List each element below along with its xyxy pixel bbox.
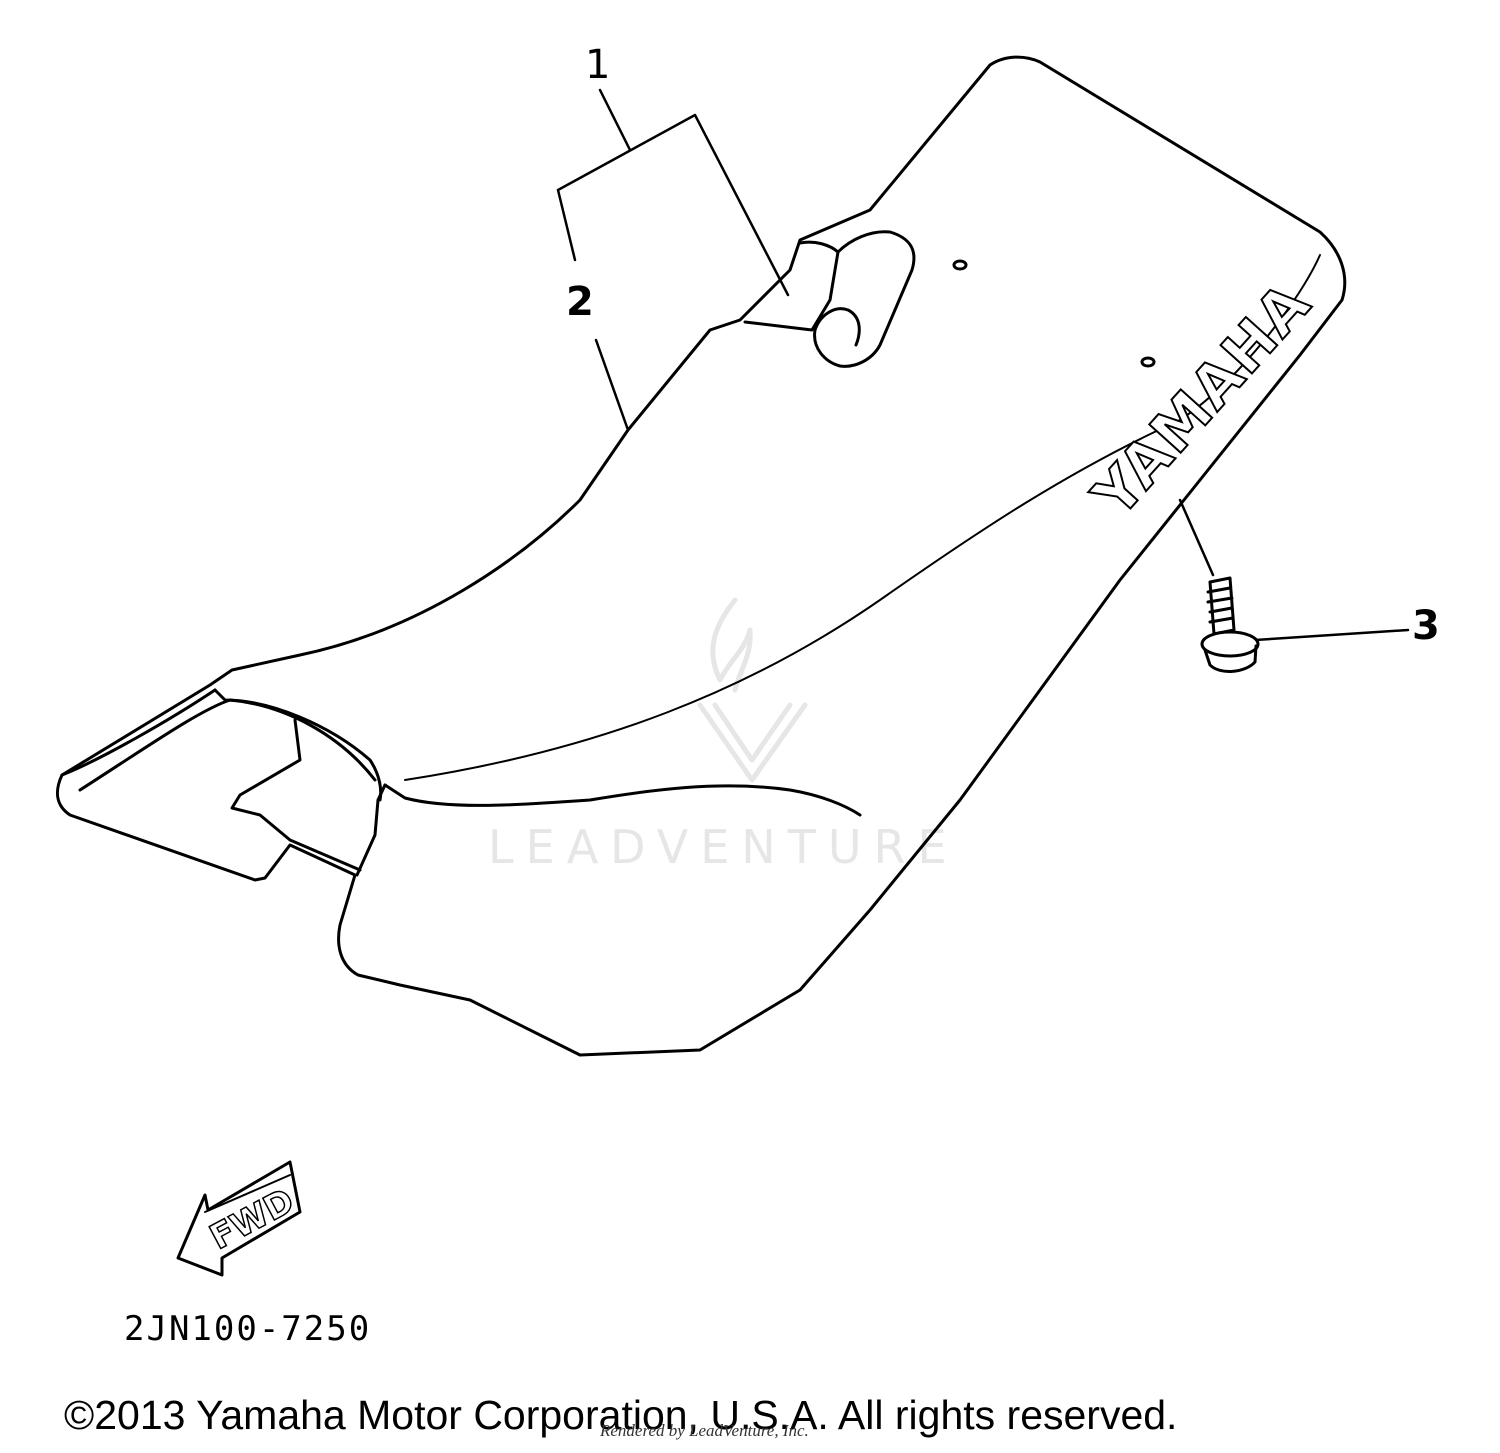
mount-hole-2 [1140, 356, 1156, 368]
seat-front-edge [60, 688, 377, 792]
mount-bracket [743, 240, 840, 332]
rendered-by-text: Rendered by LeadVenture, Inc. [600, 1421, 809, 1440]
seat-side-edge [355, 783, 387, 877]
leader-line-1 [556, 88, 790, 297]
callout-1[interactable]: 1 [585, 42, 611, 88]
seat-front-step [230, 718, 362, 872]
mount-hook [813, 230, 916, 368]
copyright-text: ©2013 Yamaha Motor Corporation, U.S.A. A… [64, 1392, 1178, 1438]
seat-outline [56, 55, 1347, 1057]
seat-top-line [404, 254, 1321, 781]
callout-2[interactable]: 2 [566, 279, 594, 325]
leader-line-2 [594, 338, 630, 432]
yamaha-lettering: YAMAHA [1079, 269, 1324, 530]
seat-side-seam [383, 783, 862, 817]
bolt-icon [1200, 576, 1260, 673]
watermark-text: LEADVENTURE [488, 820, 959, 874]
callout-3[interactable]: 3 [1412, 603, 1440, 649]
mount-hole-1 [952, 259, 968, 271]
diagram-code: 2JN100-7250 [124, 1309, 372, 1349]
forward-arrow-icon [176, 1160, 302, 1277]
leader-line-3 [1178, 498, 1410, 642]
watermark-logo [697, 597, 808, 783]
